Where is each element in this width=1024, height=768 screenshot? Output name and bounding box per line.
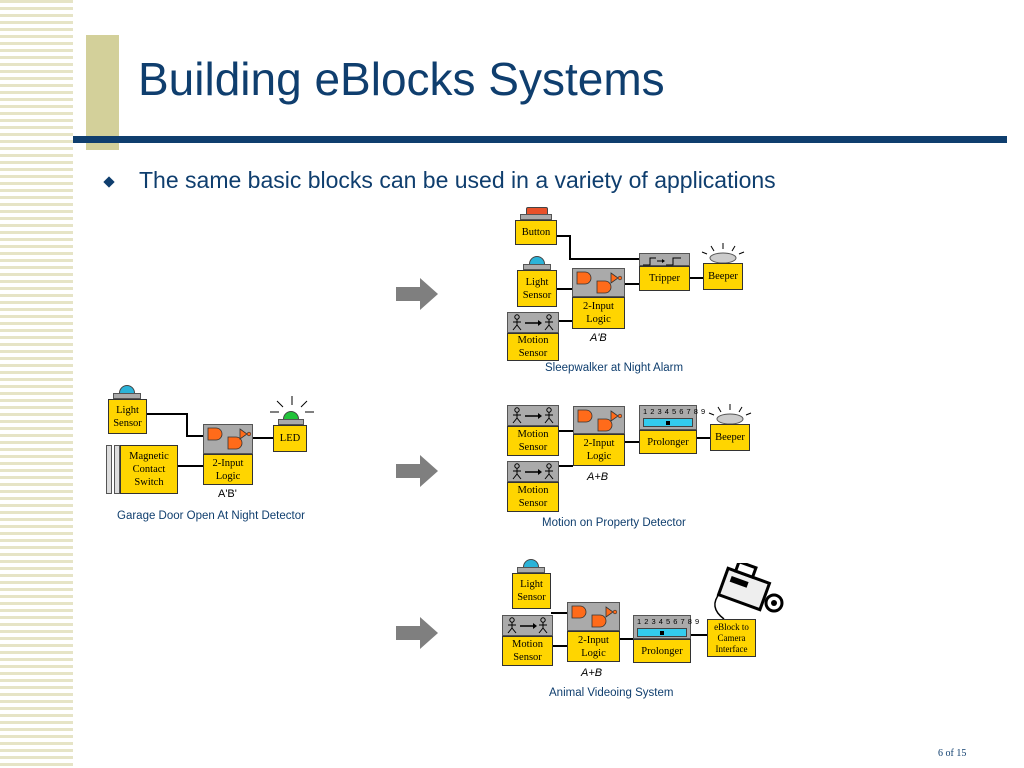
motion-figure-icon	[507, 617, 548, 634]
step-signal-icon	[643, 257, 681, 266]
logic-block: 2-Input Logic	[572, 297, 625, 329]
video-camera-icon	[714, 563, 784, 620]
motion-sensor-block: Motion Sensor	[507, 426, 559, 456]
motion-figure-icon	[512, 463, 554, 480]
prolonger-block: Prolonger	[633, 639, 691, 663]
led-base	[278, 419, 304, 425]
beeper-block: Beeper	[710, 424, 750, 451]
button-block: Button	[515, 220, 557, 245]
prolonger-indicator	[637, 628, 687, 637]
light-sensor-block: Light Sensor	[512, 573, 551, 609]
wire	[690, 277, 703, 279]
wire	[559, 430, 573, 432]
wire	[569, 235, 571, 260]
wire	[625, 441, 639, 443]
wire	[691, 634, 707, 636]
motion-figure-icon	[512, 407, 554, 424]
logic-gate-panel	[573, 406, 625, 434]
wire	[551, 612, 567, 614]
motion-sensor-block: Motion Sensor	[507, 333, 559, 361]
prolonger-digits: 1 2 3 4 5 6 7 8 9	[637, 617, 700, 626]
button-base	[520, 214, 552, 220]
wire	[620, 638, 633, 640]
title-rule	[73, 136, 1007, 143]
wire	[557, 235, 570, 237]
logic-gate-panel	[567, 602, 620, 631]
logic-gates-icon	[571, 605, 618, 628]
logic-gates-icon	[577, 409, 623, 432]
prolonger-digits: 1 2 3 4 5 6 7 8 9	[643, 407, 706, 416]
wire	[625, 283, 639, 285]
light-sensor-base	[523, 264, 551, 270]
beeper-sound-icon	[708, 404, 752, 425]
magnetic-plate	[114, 445, 120, 494]
wire	[569, 258, 639, 260]
beeper-block: Beeper	[703, 263, 743, 290]
tripper-panel	[639, 253, 690, 266]
motion-panel	[507, 461, 559, 482]
camera-interface-block: eBlock to Camera Interface	[707, 619, 756, 657]
wire	[147, 413, 187, 415]
decorative-stripes	[0, 0, 73, 768]
light-sensor-block: Light Sensor	[108, 399, 147, 434]
wire	[557, 288, 572, 290]
logic-gates-icon	[207, 427, 252, 450]
motion-panel	[507, 405, 559, 426]
beeper-sound-icon	[701, 243, 745, 264]
diagram-caption: Animal Videoing System	[549, 687, 674, 699]
diagram-caption: Garage Door Open At Night Detector	[117, 510, 305, 522]
wire	[559, 320, 572, 322]
logic-expression: A+B	[587, 471, 609, 483]
magnetic-switch-block: Magnetic Contact Switch	[120, 445, 178, 494]
wire	[186, 435, 203, 437]
bullet-diamond-icon	[103, 176, 115, 188]
diagram-caption: Sleepwalker at Night Alarm	[545, 362, 684, 374]
logic-gates-icon	[576, 271, 623, 294]
right-arrow-icon	[396, 278, 438, 310]
title-accent-bar	[86, 35, 119, 150]
logic-gate-panel	[572, 268, 625, 297]
led-block: LED	[273, 425, 307, 452]
logic-expression: A'B	[590, 332, 607, 344]
light-sensor-dome-icon	[119, 385, 135, 394]
page-number: 6 of 15	[938, 748, 967, 759]
motion-figure-icon	[512, 314, 554, 331]
logic-expression: A'B'	[218, 488, 237, 500]
led-dome-icon	[283, 411, 299, 420]
wire	[697, 437, 710, 439]
bullet-text: The same basic blocks can be used in a v…	[139, 167, 776, 193]
right-arrow-icon	[396, 617, 438, 649]
wire	[178, 465, 203, 467]
light-sensor-block: Light Sensor	[517, 270, 557, 307]
motion-sensor-block: Motion Sensor	[502, 636, 553, 666]
light-sensor-base	[517, 567, 545, 573]
logic-block: 2-Input Logic	[203, 454, 253, 485]
wire	[253, 437, 273, 439]
prolonger-indicator	[643, 418, 693, 427]
motion-panel	[507, 312, 559, 333]
led-rays-icon	[270, 396, 314, 413]
wire	[186, 413, 188, 437]
light-sensor-base	[113, 393, 141, 399]
diagram-caption: Motion on Property Detector	[542, 517, 686, 529]
wire	[553, 645, 567, 647]
tripper-block: Tripper	[639, 266, 690, 291]
logic-expression: A+B	[581, 667, 603, 679]
logic-block: 2-Input Logic	[567, 631, 620, 662]
prolonger-block: Prolonger	[639, 430, 697, 454]
wire	[559, 465, 573, 467]
logic-gate-panel	[203, 424, 253, 454]
right-arrow-icon	[396, 455, 438, 487]
light-sensor-dome-icon	[523, 559, 539, 568]
slide-title: Building eBlocks Systems	[138, 53, 665, 105]
light-sensor-dome-icon	[529, 256, 545, 265]
motion-panel	[502, 615, 553, 636]
motion-sensor-block: Motion Sensor	[507, 482, 559, 512]
logic-block: 2-Input Logic	[573, 434, 625, 466]
magnetic-plate	[106, 445, 112, 494]
